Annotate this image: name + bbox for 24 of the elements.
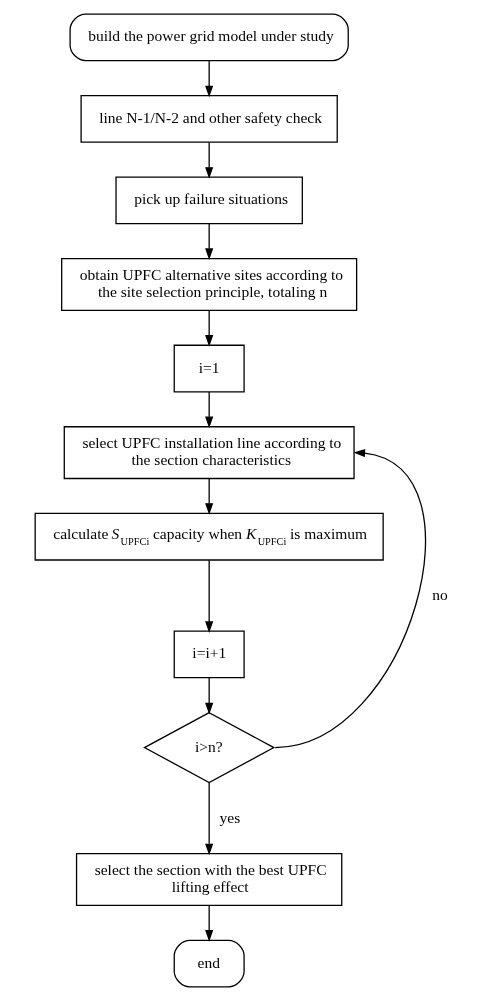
arrow (205, 677, 214, 715)
arrow (205, 905, 214, 942)
arrow (205, 559, 214, 633)
arrow (205, 391, 214, 429)
node-box: select the section with the best UPFC lifting effect (75, 853, 343, 907)
node-box: i=i+1 (173, 630, 245, 679)
node-box: line N-1/N-2 and other safety check (80, 94, 338, 143)
edge-label: yes (219, 808, 241, 826)
arrow (205, 310, 214, 347)
edge-label: no (432, 586, 448, 604)
arrow (205, 781, 214, 856)
arrow (205, 478, 214, 515)
node-box: obtain UPFC alternative sites according to the site selection principle, totaling n (61, 257, 358, 311)
arrow (205, 60, 214, 98)
arrow (205, 141, 214, 179)
node-box: i=1 (173, 344, 245, 393)
node-box: pick up failure situations (115, 176, 303, 225)
node-box: select UPFC installation line according to the section characteristics (63, 426, 355, 480)
arrow (274, 449, 427, 749)
node-box: calculate S$_{UPFCi}$ capacity when K$_{UPFCi}$ is maximum (34, 512, 384, 561)
node-box: build the power grid model under study (69, 13, 349, 62)
node-diamond: i>n? (143, 711, 276, 784)
arrow (205, 223, 214, 260)
node-box: end (173, 939, 245, 988)
